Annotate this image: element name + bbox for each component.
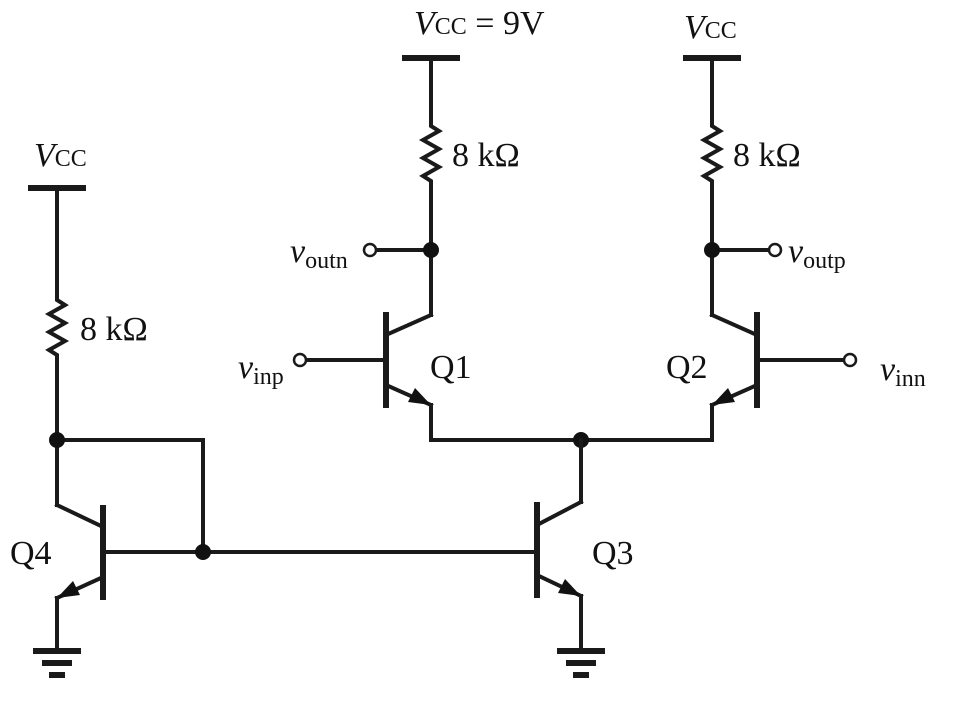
q2-label: Q2 (666, 349, 708, 386)
ground-q3-icon (557, 648, 605, 678)
ground-q4-icon (33, 648, 81, 678)
vinn-terminal[interactable] (842, 352, 858, 368)
q2-emitter-arrow (712, 388, 735, 405)
voutn-label: voutn (290, 233, 348, 274)
q4-collector-node (49, 432, 65, 448)
voutp-label: voutp (788, 233, 846, 274)
q4-collector-lead (54, 502, 106, 530)
mirror-base-node (195, 544, 211, 560)
resistor-q1-branch (418, 56, 444, 294)
resistor-left-branch (44, 186, 70, 487)
vinn-label: vinn (880, 351, 926, 392)
q1-collector-lead (383, 312, 434, 338)
transistor-q2 (709, 290, 846, 442)
q3-label: Q3 (592, 535, 634, 572)
resistor-q2-branch (699, 56, 725, 294)
vcc-left-label: VCC (34, 137, 87, 174)
voutp-terminal[interactable] (767, 242, 783, 258)
resistor-left-label: 8 kΩ (80, 311, 148, 348)
vcc-right-label: VCC (684, 9, 737, 46)
q4-label: Q4 (10, 535, 52, 572)
voutp-node (704, 242, 720, 258)
resistor-q1-label: 8 kΩ (452, 137, 520, 174)
transistor-q3 (534, 438, 584, 650)
q2-collector-lead (709, 312, 760, 338)
vinp-terminal[interactable] (292, 352, 308, 368)
q3-collector-lead (534, 499, 584, 528)
resistor-q2-label: 8 kΩ (733, 137, 801, 174)
voutn-terminal[interactable] (362, 242, 378, 258)
q1-label: Q1 (430, 349, 472, 386)
q3-emitter-arrow (558, 579, 581, 596)
vinp-label: vinp (238, 349, 284, 390)
transistor-q1 (304, 290, 434, 442)
voutn-node (423, 242, 439, 258)
transistor-q4 (54, 483, 106, 650)
q1-emitter-arrow (408, 388, 431, 405)
vcc-main-label: VCC = 9V (414, 5, 545, 42)
q4-emitter-arrow (57, 581, 80, 598)
